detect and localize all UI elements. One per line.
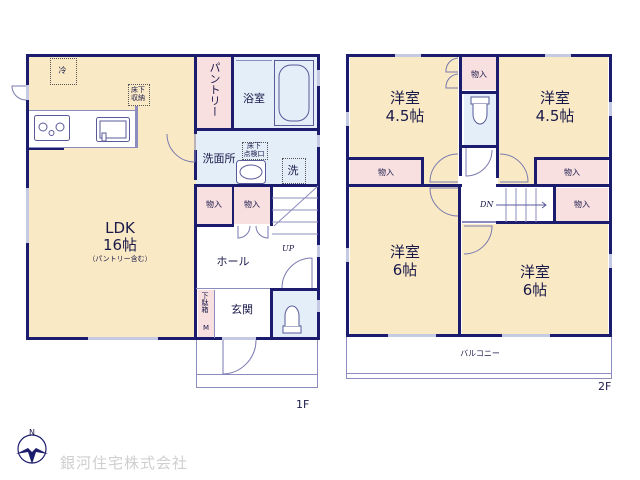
- entrance-room: [214, 290, 270, 338]
- storage-b-label: 物入: [244, 200, 260, 209]
- underfloor-storage-label-1: 床下: [131, 86, 145, 94]
- door-arc-ne: [499, 153, 529, 183]
- floor-label-1f: 1F: [296, 398, 310, 411]
- washbasin-icon: [236, 160, 266, 184]
- washer-label: 洗: [287, 164, 299, 177]
- door-arc-se: [463, 225, 493, 255]
- ldk-room: [28, 56, 196, 338]
- hall-label: ホール: [216, 255, 250, 268]
- storage-a-room: [196, 186, 232, 224]
- storage-b-room: [234, 186, 270, 224]
- toilet-icon: [282, 305, 302, 334]
- room-se-size: 6帖: [522, 281, 548, 299]
- stove-icon: [34, 115, 70, 141]
- underfloor-storage-label-2: 収納: [131, 94, 145, 102]
- storage-a-label: 物入: [206, 200, 222, 209]
- storage-left: [350, 160, 422, 186]
- storage-left-label: 物入: [378, 168, 394, 177]
- room-nw: [350, 56, 458, 160]
- inspection-hatch-label-2: 点検口: [243, 150, 265, 158]
- underfloor-storage: [128, 84, 150, 106]
- washroom-label: 洗面所: [202, 152, 236, 165]
- shoe-box-label: 下駄箱: [201, 292, 209, 313]
- room-nw-label: 洋室: [389, 89, 420, 107]
- room-ne-size: 4.5帖: [535, 107, 575, 125]
- bathtub-icon: [274, 60, 314, 126]
- pantry-room: [196, 56, 232, 128]
- room-ne-label: 洋室: [539, 89, 570, 107]
- company-name: 銀河住宅株式会社: [60, 454, 189, 472]
- inspection-hatch: [242, 142, 268, 160]
- inspection-hatch-label-1: 床下: [247, 142, 261, 150]
- ldk-note: （パントリー含む）: [88, 255, 152, 263]
- storage-stair-label: 物入: [574, 200, 590, 209]
- exterior-door-arc: [11, 85, 27, 101]
- door-arc-toilet: [465, 148, 493, 177]
- door-arc-sw: [429, 187, 459, 217]
- balcony: [346, 337, 612, 379]
- stairs-down-label: DN: [480, 200, 494, 209]
- storage-right-label: 物入: [564, 168, 580, 177]
- door-arc: [166, 133, 196, 163]
- entrance-label: 玄関: [231, 303, 253, 316]
- ldk-label: LDK: [105, 219, 135, 237]
- stairs-up-label: UP: [282, 244, 295, 253]
- room-sw-label: 洋室: [389, 243, 420, 261]
- room-sw-size: 6帖: [392, 261, 418, 279]
- storage-door-arc: [237, 225, 269, 239]
- washer-space: [282, 158, 306, 184]
- room-nw-size: 4.5帖: [385, 107, 425, 125]
- room-ne: [498, 56, 608, 160]
- room-se-label: 洋室: [519, 263, 550, 281]
- room-sw: [350, 186, 458, 334]
- shoe-box: [198, 290, 214, 338]
- compass-icon: [16, 434, 48, 464]
- balcony-label: バルコニー: [460, 349, 500, 358]
- shoe-box-m-label: M: [202, 324, 210, 332]
- toilet-door-arc: [281, 257, 313, 289]
- sink-icon: [96, 117, 130, 142]
- entrance-porch: [196, 338, 318, 388]
- stairs-icon-2f: [496, 188, 547, 222]
- compass-north-label: N: [29, 428, 35, 437]
- storage-top: [462, 56, 496, 90]
- storage-top-label: 物入: [471, 70, 487, 79]
- stairs-icon: [272, 185, 319, 235]
- fridge-label: 冷: [58, 66, 67, 75]
- ldk-size: 16帖: [102, 236, 138, 254]
- storage-right: [536, 160, 608, 186]
- door-arc-nw: [429, 153, 459, 183]
- entrance-door-arc: [222, 339, 257, 375]
- pantry-label: パントリー: [208, 62, 221, 117]
- fridge-space: [50, 58, 77, 85]
- door-arc-nw-closet: [445, 57, 459, 89]
- storage-stair: [556, 188, 608, 222]
- toilet-icon-2f: [470, 96, 490, 125]
- floor-label-2f: 2F: [598, 380, 612, 393]
- bathroom-label: 浴室: [243, 92, 265, 105]
